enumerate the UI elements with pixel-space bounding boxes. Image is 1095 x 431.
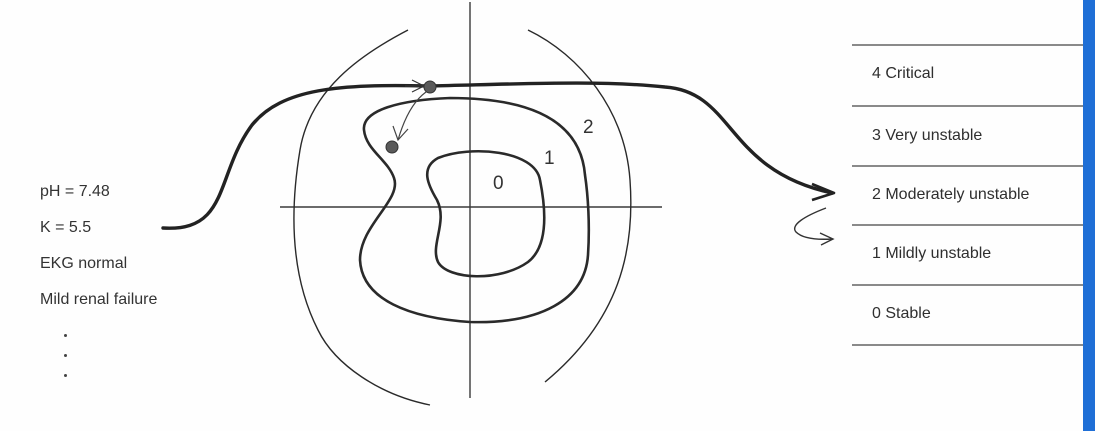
contour-label-2: 2 <box>583 117 594 139</box>
severity-level-4: 4 Critical <box>872 65 934 83</box>
contour-0 <box>427 151 544 276</box>
contour-label-1: 1 <box>544 148 555 170</box>
state-point-predicted <box>386 141 398 153</box>
finding-ph: pH = 7.48 <box>40 174 157 210</box>
severity-level-3: 3 Very unstable <box>872 127 982 145</box>
finding-ekg: EKG normal <box>40 246 157 282</box>
severity-level-0: 0 Stable <box>872 305 931 323</box>
continuation-dot <box>64 334 67 337</box>
squiggle-arrow <box>795 208 832 239</box>
severity-level-2: 2 Moderately unstable <box>872 186 1029 204</box>
contour-1 <box>360 98 589 322</box>
finding-renal: Mild renal failure <box>40 282 157 318</box>
clinical-findings: pH = 7.48 K = 5.5 EKG normal Mild renal … <box>40 174 157 394</box>
continuation-dot <box>64 374 67 377</box>
contour-label-0: 0 <box>493 173 504 195</box>
window-edge-bar <box>1083 0 1095 431</box>
continuation-dot <box>64 354 67 357</box>
severity-level-1: 1 Mildly unstable <box>872 245 991 263</box>
finding-potassium: K = 5.5 <box>40 210 157 246</box>
state-point-current <box>424 81 436 93</box>
